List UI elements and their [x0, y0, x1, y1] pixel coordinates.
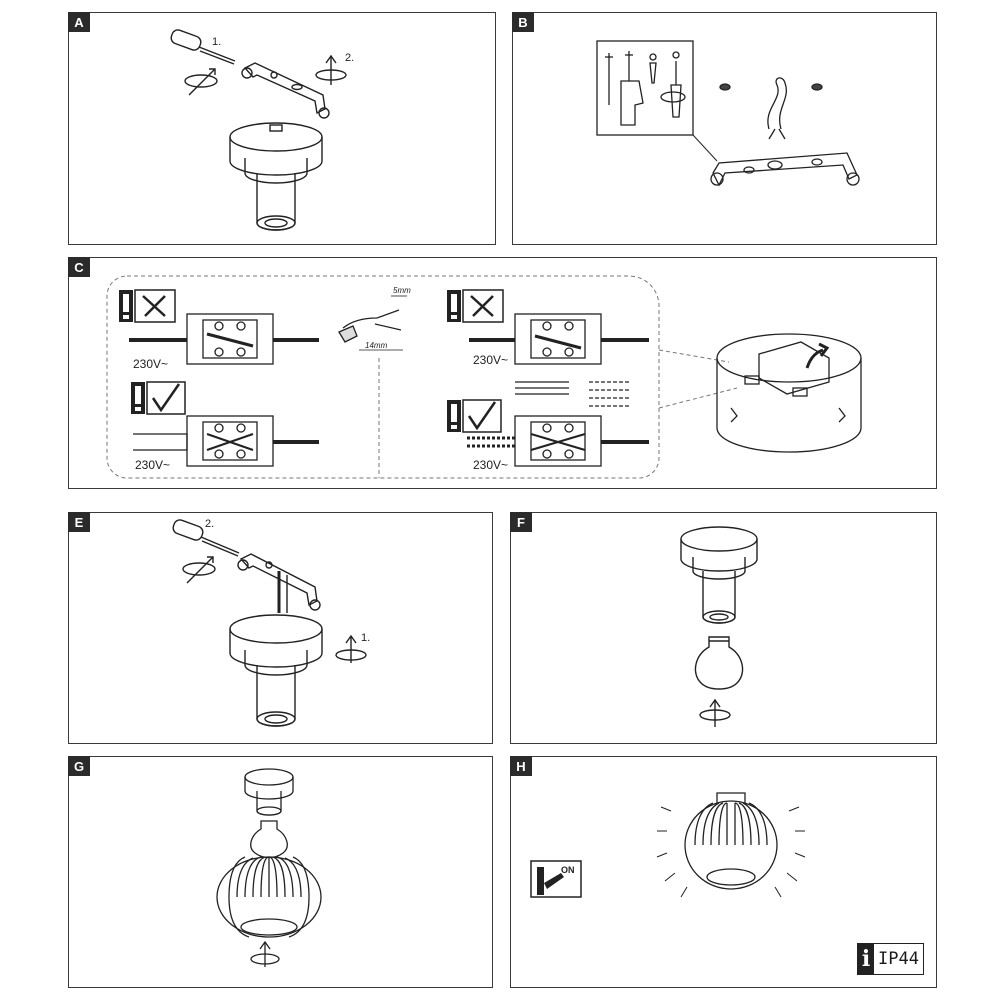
- mounting-bracket: [710, 152, 860, 187]
- rotate-arrow-icon: [184, 68, 218, 96]
- terminal-block: [467, 415, 649, 467]
- panel-f: F: [510, 512, 937, 744]
- panel-b: B: [512, 12, 937, 245]
- panel-a: A: [68, 12, 496, 245]
- voltage-label: 230V~: [473, 458, 508, 472]
- panel-f-illustration: [680, 526, 758, 727]
- light-bulb-icon: [250, 820, 288, 859]
- panel-label: B: [512, 12, 534, 32]
- strip-length-long: 14mm: [365, 341, 388, 350]
- step-1-label: 1.: [212, 36, 221, 48]
- screwdriver-icon: [170, 29, 236, 65]
- up-arrow-icon: [699, 698, 731, 727]
- wire-strands: [515, 381, 629, 407]
- switch-on-icon: [530, 860, 582, 898]
- step-2-label: 2.: [345, 52, 354, 64]
- switch-on-label: ON: [561, 865, 575, 875]
- ceiling-canopy: [229, 614, 323, 727]
- terminal-block: [129, 313, 319, 365]
- ribbed-lamp-shade: [216, 856, 322, 938]
- info-icon: i: [858, 944, 874, 974]
- panel-c-illustration: 230V~ 230V~ 230V~ 230V~ 5mm 14mm: [106, 275, 862, 479]
- warning-wrong-icon: [447, 289, 504, 323]
- rotate-arrow-icon: [182, 556, 216, 584]
- terminal-block: [469, 313, 649, 365]
- dashed-frame: [106, 275, 660, 479]
- panel-e-illustration: 2. 1.: [172, 518, 370, 727]
- screwdriver-icon: [172, 519, 240, 557]
- voltage-label: 230V~: [473, 353, 508, 367]
- panel-label: A: [68, 12, 90, 32]
- up-arrow-icon: [315, 54, 347, 85]
- panel-g: G: [68, 756, 493, 988]
- wire-strip-detail: [338, 295, 407, 351]
- panel-label: C: [68, 257, 90, 277]
- ip-rating-text: IP44: [878, 949, 919, 969]
- panel-h: H: [510, 756, 937, 988]
- mounting-bracket: [237, 553, 321, 613]
- ceiling-canopy: [229, 122, 323, 231]
- terminal-block: [133, 415, 319, 467]
- panel-label: G: [68, 756, 90, 776]
- panel-e: E: [68, 512, 493, 744]
- panel-b-illustration: [596, 40, 860, 187]
- step-2-label: 2.: [205, 518, 214, 530]
- warning-correct-icon: [447, 399, 502, 433]
- power-cable: [767, 77, 787, 130]
- light-rays-icon: [656, 806, 806, 898]
- ceiling-canopy: [680, 526, 758, 624]
- panel-label: E: [68, 512, 90, 532]
- tools-inset: [596, 40, 694, 136]
- panel-a-illustration: 1. 2.: [170, 29, 354, 231]
- light-bulb-icon: [694, 636, 744, 690]
- mounting-bracket: [241, 62, 330, 119]
- strip-length-short: 5mm: [393, 286, 411, 295]
- warning-wrong-icon: [119, 289, 176, 323]
- voltage-label: 230V~: [135, 458, 170, 472]
- step-1-label: 1.: [361, 632, 370, 644]
- up-arrow-icon: [335, 634, 367, 663]
- ceiling-canopy: [244, 768, 294, 816]
- ip-rating-badge: i IP44: [857, 943, 924, 975]
- panel-label: F: [510, 512, 532, 532]
- panel-g-illustration: [216, 768, 322, 967]
- ribbed-lamp-shade: [684, 792, 778, 890]
- panel-c: C: [68, 257, 937, 489]
- panel-label: H: [510, 756, 532, 776]
- voltage-label: 230V~: [133, 357, 168, 371]
- warning-correct-icon: [131, 381, 186, 415]
- up-arrow-icon: [250, 940, 280, 967]
- panel-h-illustration: ON: [530, 792, 806, 898]
- drill-icon: [605, 51, 686, 126]
- junction-canopy: [716, 333, 862, 453]
